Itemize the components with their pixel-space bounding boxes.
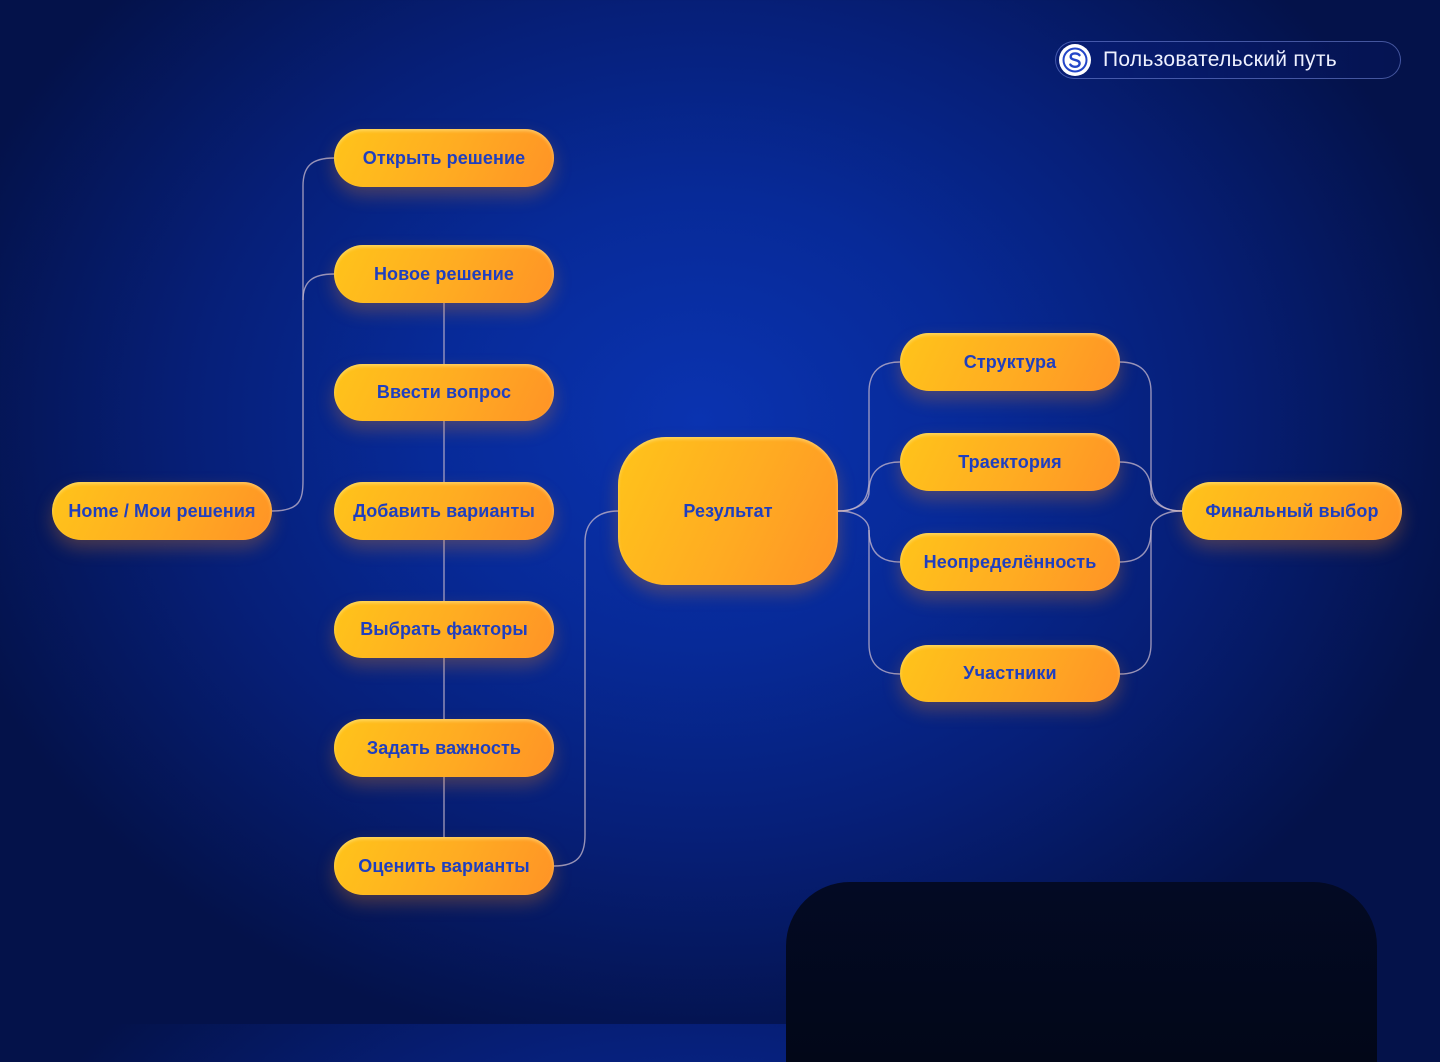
- connector-participants-final: [1119, 530, 1152, 675]
- connector-result-trajectory: [837, 461, 901, 512]
- node-trajectory[interactable]: Траектория: [900, 433, 1120, 491]
- connector-rate-result: [553, 510, 619, 867]
- connector-home-new: [302, 273, 335, 301]
- node-uncertainty[interactable]: Неопределённость: [900, 533, 1120, 591]
- header-badge: Пользовательский путь: [1055, 41, 1401, 79]
- node-add-options[interactable]: Добавить варианты: [334, 482, 554, 540]
- connector-home-open: [271, 157, 335, 512]
- node-home[interactable]: Home / Мои решения: [52, 482, 272, 540]
- node-rate-options[interactable]: Оценить варианты: [334, 837, 554, 895]
- bottom-dark-panel: [786, 882, 1377, 1062]
- node-open-decision[interactable]: Открыть решение: [334, 129, 554, 187]
- connector-result-participants: [868, 530, 901, 675]
- node-structure[interactable]: Структура: [900, 333, 1120, 391]
- node-participants[interactable]: Участники: [900, 645, 1120, 702]
- node-choose-factors[interactable]: Выбрать факторы: [334, 601, 554, 658]
- node-final-choice[interactable]: Финальный выбор: [1182, 482, 1402, 540]
- connector-trajectory-final: [1119, 461, 1183, 512]
- logo-s-icon: [1059, 44, 1091, 76]
- connector-lines: [271, 157, 1183, 867]
- badge-label: Пользовательский путь: [1103, 48, 1337, 71]
- node-set-importance[interactable]: Задать важность: [334, 719, 554, 777]
- node-result[interactable]: Результат: [618, 437, 838, 585]
- node-enter-question[interactable]: Ввести вопрос: [334, 364, 554, 421]
- node-new-decision[interactable]: Новое решение: [334, 245, 554, 303]
